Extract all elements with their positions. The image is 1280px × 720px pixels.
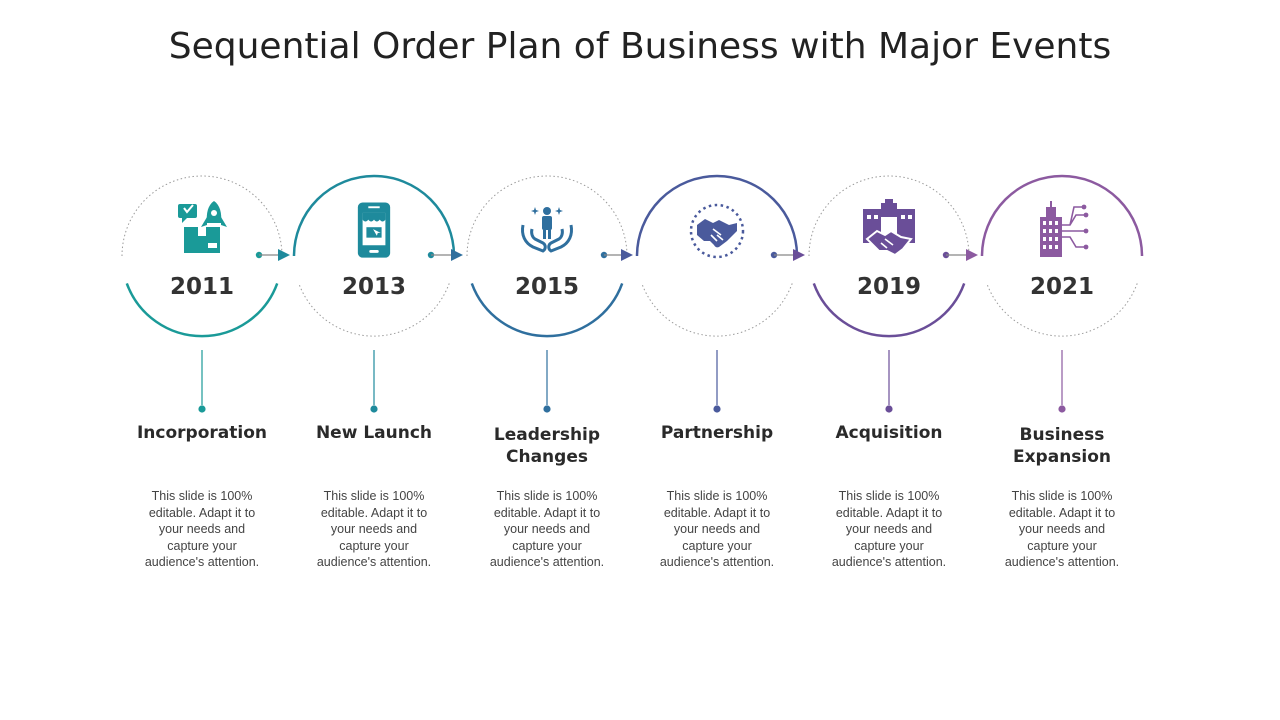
event-label: Partnership — [660, 423, 774, 443]
network-building-icon — [1039, 200, 1090, 258]
page-title: Sequential Order Plan of Business with M… — [168, 26, 1112, 67]
mobile-store-icon — [357, 202, 391, 258]
event-year: 2013 — [341, 274, 406, 300]
timeline-arc — [470, 282, 624, 338]
event-dot — [198, 405, 206, 413]
event-label: Leadership Changes — [493, 425, 601, 467]
arrow-head — [621, 249, 633, 261]
event-description: This slide is 100% editable. Adapt it to… — [489, 489, 605, 569]
hands-person-icon — [520, 205, 574, 253]
event-year: 2021 — [1029, 274, 1094, 300]
event-dot — [1058, 405, 1066, 413]
event-label: New Launch — [315, 423, 433, 443]
shipping-box-rocket-icon — [177, 200, 228, 254]
event-year: 2019 — [856, 274, 921, 300]
arrow-head — [278, 249, 290, 261]
event-label: Business Expansion — [1012, 425, 1112, 467]
arrow-head — [793, 249, 805, 261]
arrow-head — [966, 249, 978, 261]
event-year: 2015 — [514, 274, 579, 300]
timeline-arc — [292, 174, 456, 257]
event-label: Incorporation — [136, 423, 267, 443]
timeline-arc — [125, 282, 279, 338]
timeline-arc — [635, 174, 799, 257]
event-description: This slide is 100% editable. Adapt it to… — [144, 489, 260, 569]
timeline-arc — [980, 174, 1144, 257]
event-description: This slide is 100% editable. Adapt it to… — [831, 489, 947, 569]
event-description: This slide is 100% editable. Adapt it to… — [659, 489, 775, 569]
event-dot — [543, 405, 551, 413]
event-dot — [713, 405, 721, 413]
timeline-arc — [812, 282, 966, 338]
handshake-circle-icon — [689, 203, 745, 259]
timeline-arc-dotted — [641, 283, 793, 337]
event-dot — [370, 405, 378, 413]
handshake-buildings-icon — [862, 198, 916, 256]
timeline-arc-dotted — [121, 175, 283, 257]
event-dot — [885, 405, 893, 413]
event-description: This slide is 100% editable. Adapt it to… — [316, 489, 432, 569]
timeline-arc-dotted — [808, 175, 970, 257]
event-label: Acquisition — [835, 423, 943, 443]
timeline-arc-dotted — [466, 175, 628, 257]
arrow-head — [451, 249, 463, 261]
event-description: This slide is 100% editable. Adapt it to… — [1004, 489, 1120, 569]
event-year: 2011 — [169, 274, 234, 300]
